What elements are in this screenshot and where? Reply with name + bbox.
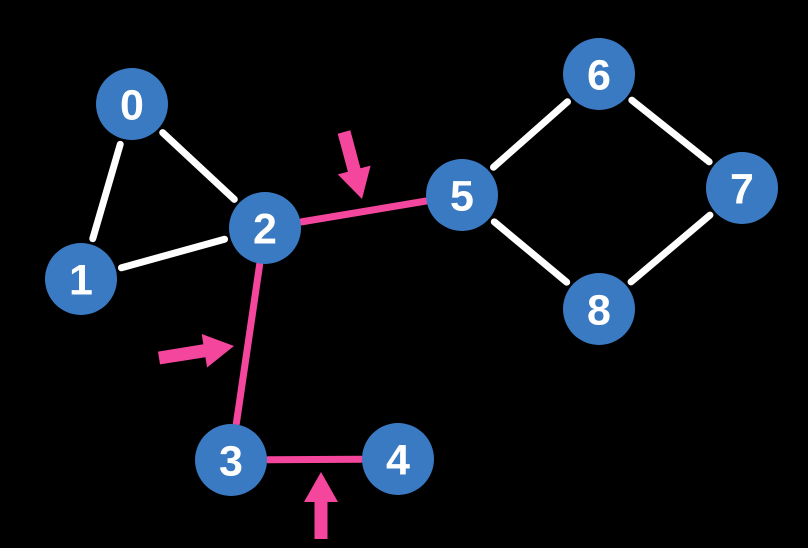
edge-5-8 bbox=[490, 218, 571, 286]
node-1-label: 1 bbox=[69, 256, 93, 304]
edge-3-4 bbox=[264, 455, 365, 464]
node-0-label: 0 bbox=[120, 81, 144, 129]
edge-0-2 bbox=[159, 129, 238, 203]
node-1 bbox=[45, 243, 117, 315]
edge-2-5 bbox=[297, 197, 430, 226]
node-4 bbox=[362, 423, 434, 495]
node-3-label: 3 bbox=[219, 437, 243, 485]
edge-0-1 bbox=[89, 140, 124, 243]
arrow-edge-2-3-icon bbox=[158, 334, 234, 368]
node-2-label: 2 bbox=[253, 205, 277, 253]
node-6 bbox=[563, 38, 635, 110]
node-8-label: 8 bbox=[587, 286, 611, 334]
node-6-label: 6 bbox=[587, 51, 611, 99]
arrow-edge-2-5-icon bbox=[337, 130, 371, 199]
edge-7-8 bbox=[627, 211, 714, 286]
node-7 bbox=[706, 152, 778, 224]
node-2 bbox=[229, 192, 301, 264]
edge-2-3 bbox=[232, 261, 264, 427]
arrow-edge-3-4-icon bbox=[304, 472, 338, 539]
node-8 bbox=[563, 273, 635, 345]
node-5-label: 5 bbox=[450, 172, 474, 220]
edge-6-7 bbox=[628, 96, 713, 166]
edge-5-6 bbox=[489, 98, 572, 171]
edge-1-2 bbox=[117, 235, 229, 272]
node-4-label: 4 bbox=[386, 436, 410, 484]
node-0 bbox=[96, 68, 168, 140]
node-3 bbox=[195, 424, 267, 496]
node-5 bbox=[426, 159, 498, 231]
node-7-label: 7 bbox=[730, 165, 754, 213]
